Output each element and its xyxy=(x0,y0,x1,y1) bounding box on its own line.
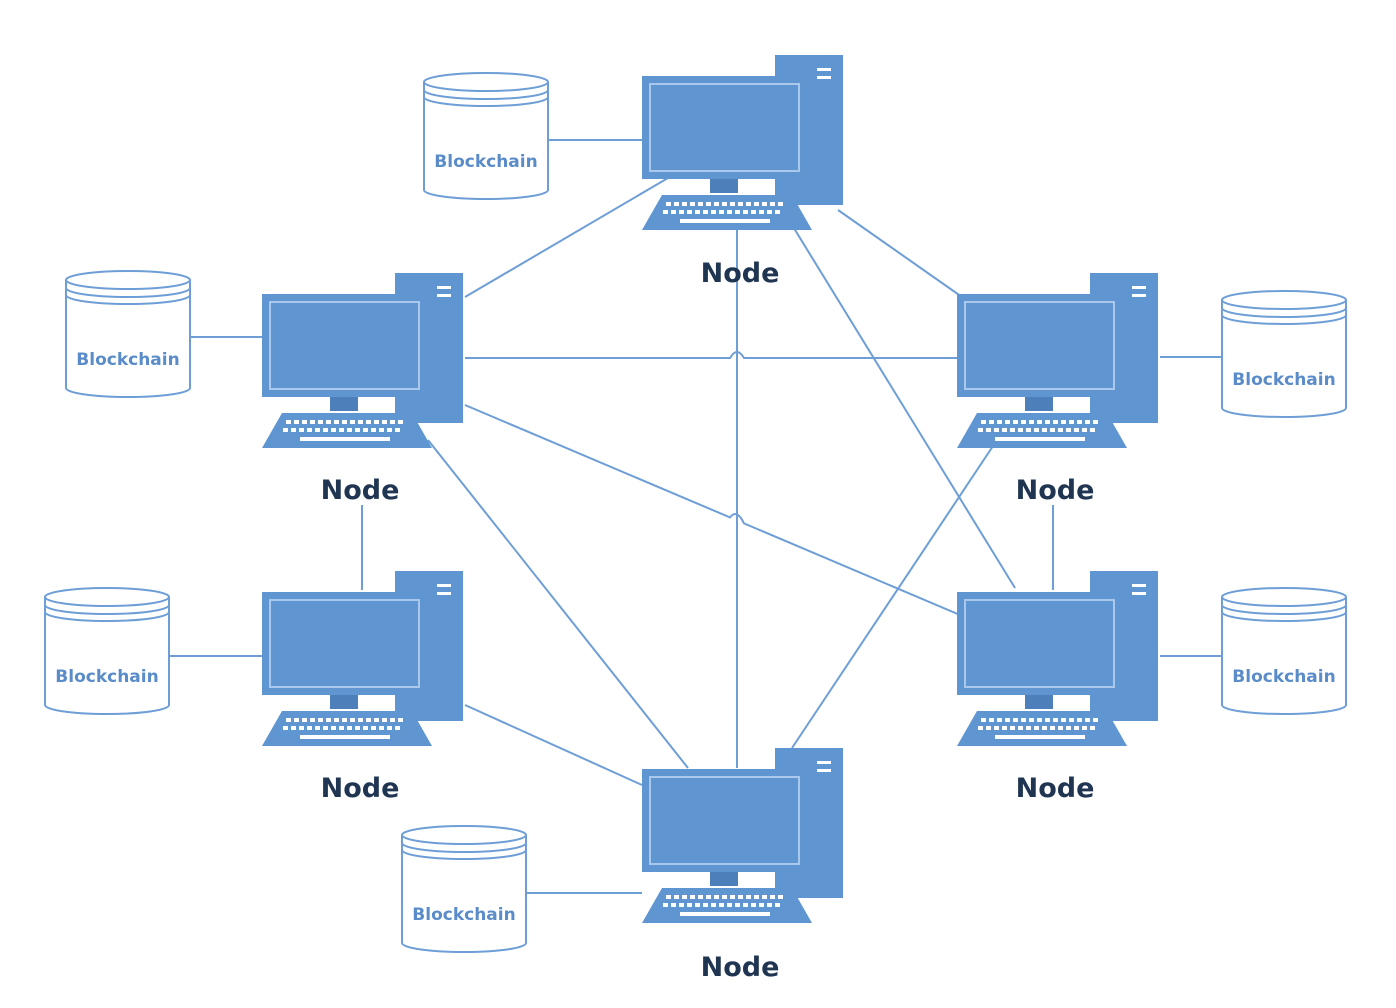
database-cylinder-icon: Blockchain xyxy=(423,72,549,200)
database-cylinder-icon: Blockchain xyxy=(401,825,527,953)
network-link xyxy=(791,224,1016,589)
node-label: Node xyxy=(701,952,780,983)
desktop-computer-icon xyxy=(642,55,843,230)
database-links xyxy=(170,139,1221,894)
network-link xyxy=(837,209,963,298)
desktop-computer-icon xyxy=(262,273,463,448)
node-label: Node xyxy=(1016,773,1095,804)
node-label: Node xyxy=(1016,475,1095,506)
database-label: Blockchain xyxy=(412,905,515,925)
network-link xyxy=(464,704,643,786)
desktop-computer-icon xyxy=(957,571,1158,746)
database-cylinder-icon: Blockchain xyxy=(44,587,170,715)
desktop-computer-icon xyxy=(642,748,843,923)
network-links xyxy=(361,177,1054,786)
database-cylinder-icon: Blockchain xyxy=(1221,587,1347,715)
blockchain-databases: BlockchainBlockchainBlockchainBlockchain… xyxy=(44,72,1347,953)
network-link xyxy=(427,439,689,769)
network-link xyxy=(465,351,962,359)
node-label: Node xyxy=(321,773,400,804)
network-link xyxy=(464,404,961,616)
database-label: Blockchain xyxy=(1232,370,1335,390)
node-label: Node xyxy=(321,475,400,506)
database-label: Blockchain xyxy=(1232,667,1335,687)
node-label: Node xyxy=(701,258,780,289)
database-label: Blockchain xyxy=(434,152,537,172)
desktop-computer-icon xyxy=(957,273,1158,448)
node-computers xyxy=(262,55,1158,923)
database-cylinder-icon: Blockchain xyxy=(1221,290,1347,418)
desktop-computer-icon xyxy=(262,571,463,746)
network-link xyxy=(791,442,996,749)
database-label: Blockchain xyxy=(76,350,179,370)
database-label: Blockchain xyxy=(55,667,158,687)
network-link xyxy=(464,177,669,298)
database-cylinder-icon: Blockchain xyxy=(65,270,191,398)
